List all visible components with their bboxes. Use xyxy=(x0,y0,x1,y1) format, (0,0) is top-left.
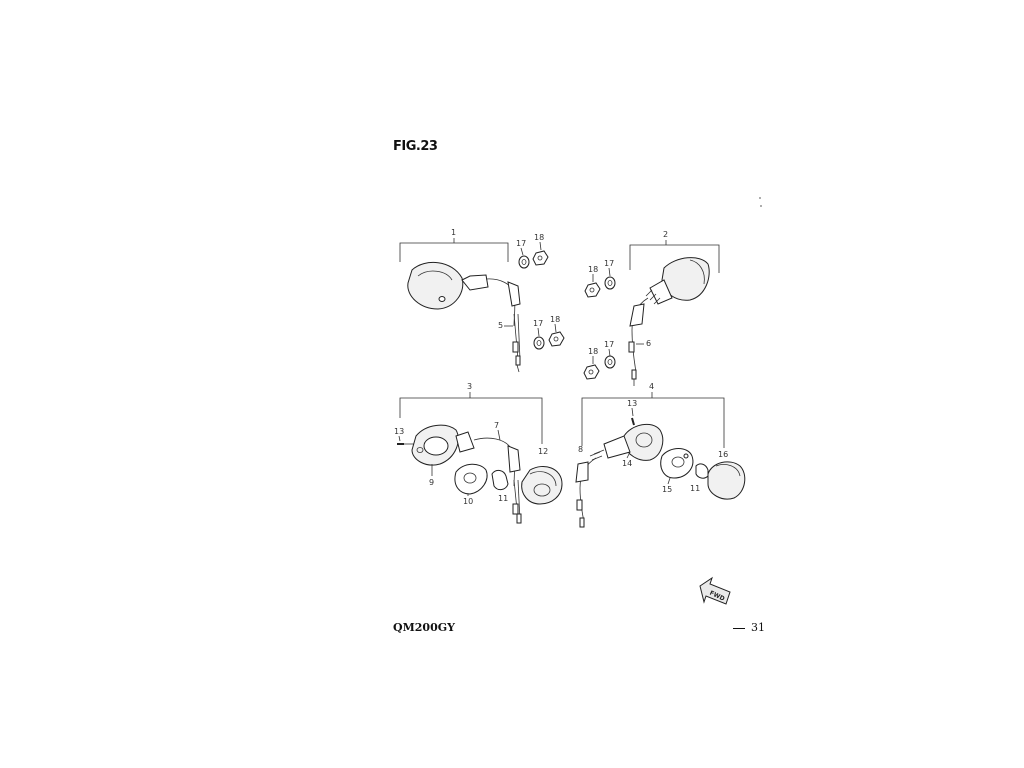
model-name: QM200GY xyxy=(393,621,455,634)
nut-18 xyxy=(584,282,601,298)
callout-15: 15 xyxy=(662,485,672,494)
washer-17 xyxy=(604,276,616,290)
bulb-11 xyxy=(695,463,709,479)
page-number-value: 31 xyxy=(751,621,765,634)
bulb-socket-10 xyxy=(454,463,488,495)
callout-6: 6 xyxy=(646,339,651,348)
hardware-right: 18 17 18 17 xyxy=(583,259,616,380)
hardware-left-upper: 17 18 17 18 xyxy=(516,233,565,350)
callout-12: 12 xyxy=(538,447,548,456)
part-group-2: 2 6 xyxy=(628,230,720,386)
page-number: 31 xyxy=(733,621,765,634)
part-group-4: 4 13 8 14 15 11 xyxy=(575,382,746,528)
callout-13b: 13 xyxy=(627,399,637,408)
turn-signal-lens-front-left xyxy=(407,261,464,310)
callout-9: 9 xyxy=(429,478,434,487)
bulb-socket-15 xyxy=(660,448,694,479)
washer-17 xyxy=(604,355,616,369)
bulb-11 xyxy=(491,469,509,491)
nut-18 xyxy=(583,364,600,380)
callout-14: 14 xyxy=(622,459,632,468)
callout-18a: 18 xyxy=(534,233,544,242)
callout-16: 16 xyxy=(718,450,728,459)
callout-7: 7 xyxy=(494,421,499,430)
figure-title: FIG.23 xyxy=(393,139,438,154)
callout-4: 4 xyxy=(649,382,654,391)
callout-2: 2 xyxy=(663,230,668,239)
callout-18d: 18 xyxy=(588,347,598,356)
lens-16 xyxy=(707,461,746,500)
nut-18 xyxy=(548,331,565,347)
callout-17c: 17 xyxy=(604,259,614,268)
nut-18 xyxy=(532,250,549,266)
callout-1: 1 xyxy=(451,228,456,237)
callout-3: 3 xyxy=(467,382,472,391)
callout-17a: 17 xyxy=(516,239,526,248)
part-group-3: 3 13 7 9 10 xyxy=(394,382,563,524)
callout-11a: 11 xyxy=(498,494,508,503)
turn-signal-housing-14 xyxy=(623,423,664,461)
callout-17b: 17 xyxy=(533,319,543,328)
callout-5: 5 xyxy=(498,321,503,330)
callout-18c: 18 xyxy=(588,265,598,274)
part-group-1: 1 5 xyxy=(399,228,521,373)
callout-10: 10 xyxy=(463,497,473,506)
callout-8: 8 xyxy=(578,445,583,454)
callout-11b: 11 xyxy=(690,484,700,493)
callout-13a: 13 xyxy=(394,427,404,436)
washer-17 xyxy=(518,255,530,269)
forward-direction-arrow: FWD xyxy=(699,576,731,605)
callout-17d: 17 xyxy=(604,340,614,349)
callout-18b: 18 xyxy=(550,315,560,324)
washer-17 xyxy=(533,336,545,350)
